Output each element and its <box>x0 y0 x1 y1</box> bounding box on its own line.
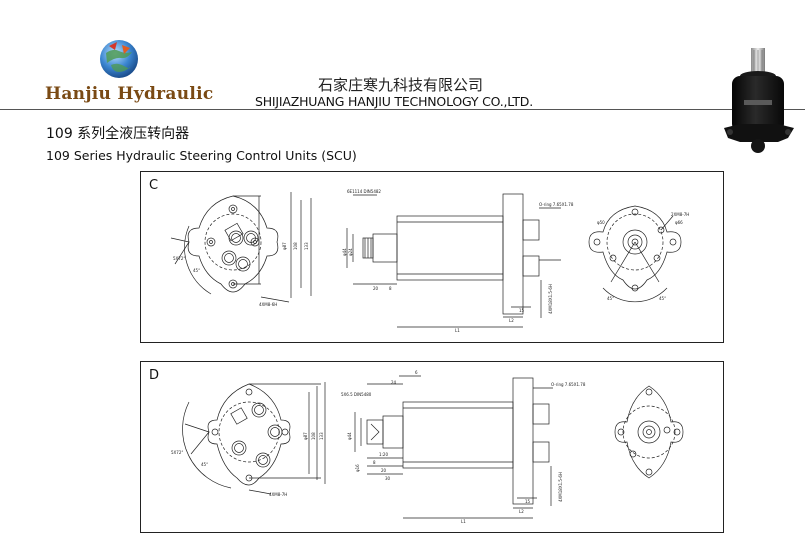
section-title-cn: 109 系列全液压转向器 <box>46 126 190 142</box>
dim-len-15-c: 15 <box>519 308 525 313</box>
dim-len-15-d: 15 <box>525 499 531 504</box>
steering-unit-product-photo <box>724 48 794 153</box>
drawing-panel-d: D 4XM8-7H 5X72° 45° φ87 108 133 <box>140 361 724 533</box>
dim-len-6-d: 6 <box>415 370 418 375</box>
dim-bolt-left-c: 4XM8-6H <box>259 302 277 307</box>
dim-d-right-c: φ66 <box>675 220 683 225</box>
header-divider <box>0 109 805 110</box>
dim-bolt-right-c: 2XM8-7H <box>671 212 689 217</box>
side-view-c <box>346 193 561 328</box>
dim-l2-c: L2 <box>509 318 514 323</box>
dim-h2-c: 108 <box>293 242 298 250</box>
dim-len-20-c: 20 <box>373 286 379 291</box>
technical-drawing-c: 4XM8-6H 5X72° 45° φ87 108 133 <box>170 189 689 333</box>
technical-drawing-d: 4XM8-7H 5X72° 45° φ87 108 133 <box>171 370 684 524</box>
dim-port-thread-c: 4XM18X1.5-6H <box>548 284 553 314</box>
side-view-d <box>354 375 553 519</box>
dim-d-outer-c: φ44 <box>342 248 347 256</box>
dim-taper-d: 1:20 <box>379 452 388 457</box>
dim-spline-d: 5X6.5 DIN5480 <box>341 392 372 397</box>
dim-d16-d: φ16 <box>355 464 360 472</box>
dim-len-20-d: 20 <box>381 468 387 473</box>
port-face-view-c <box>170 192 312 303</box>
dim-h3-c: 133 <box>304 242 309 250</box>
panel-label-c: C <box>149 178 159 193</box>
dim-d-inner-d: φ44 <box>347 432 352 440</box>
drawing-panel-c: C 4XM8-6H 5X72° 45° φ87 <box>140 171 724 343</box>
brand-name: Hanjiu Hydraulic <box>45 84 214 104</box>
dim-oring-d: O-ring 7.65X1.78 <box>551 382 586 387</box>
dim-l1-d: L1 <box>461 519 466 524</box>
dim-d50-c: φ50 <box>597 220 605 225</box>
dim-len-8-c: 8 <box>389 286 392 291</box>
dim-d-inner-c: φ24 <box>348 248 353 256</box>
dim-angle-r1-c: 45° <box>607 296 614 301</box>
dim-h2-d: 108 <box>311 432 316 440</box>
dim-angle-45-c: 45° <box>193 268 200 273</box>
dim-h3-d: 133 <box>319 432 324 440</box>
section-title-en: 109 Series Hydraulic Steering Control Un… <box>46 148 357 163</box>
dim-bolt-left-d: 4XM8-7H <box>269 492 287 497</box>
dim-h1-c: φ87 <box>282 242 287 250</box>
dim-l1-c: L1 <box>455 328 460 333</box>
dim-len-24-d: 24 <box>391 380 397 385</box>
dim-len-30-d: 30 <box>385 476 391 481</box>
globe-logo-icon <box>100 40 138 78</box>
dim-angle-r2-c: 45° <box>659 296 666 301</box>
dim-len-8-d: 8 <box>373 460 376 465</box>
flange-view-c <box>588 205 682 303</box>
company-name-en: SHIJIAZHUANG HANJIU TECHNOLOGY CO.,LTD. <box>255 94 533 109</box>
flange-view-d <box>614 385 684 479</box>
dim-port-thread-d: 4XM18X1.5-6H <box>558 472 563 502</box>
dim-angle-45-d: 45° <box>201 462 208 467</box>
company-name-cn: 石家庄寒九科技有限公司 <box>318 76 484 94</box>
dim-oring-c: O-ring 7.65X1.78 <box>539 202 574 207</box>
dim-h1-d: φ87 <box>303 432 308 440</box>
dim-spline-c: 6E1114 DIN5482 <box>347 189 381 194</box>
dim-l2-d: L2 <box>519 509 524 514</box>
dim-angle-left-c: 5X72° <box>173 256 185 261</box>
port-face-view-d <box>182 382 326 495</box>
dim-angle-left-d: 5X72° <box>171 450 183 455</box>
panel-label-d: D <box>149 368 160 383</box>
